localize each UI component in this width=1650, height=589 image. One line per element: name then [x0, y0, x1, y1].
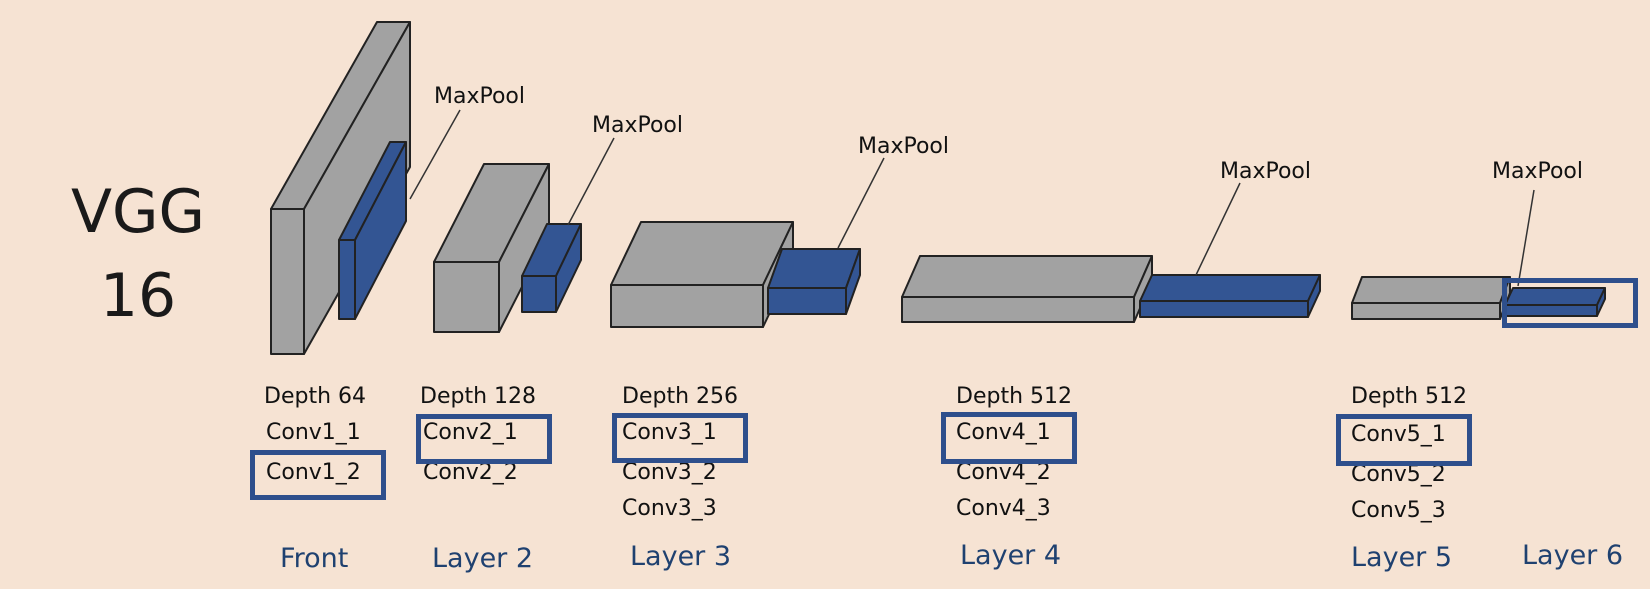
maxpool-label-3: MaxPool	[858, 134, 949, 159]
maxpool-label-5: MaxPool	[1492, 159, 1583, 184]
maxpool-leader-3	[837, 157, 885, 249]
highlight-box-conv3-1	[612, 413, 748, 463]
highlight-box-conv1-2	[250, 450, 386, 500]
maxpool-leader-1	[409, 109, 461, 200]
layer-label-layer4: Layer 4	[960, 540, 1062, 571]
conv-label: Conv4_3	[956, 496, 1051, 521]
maxpool-leader-5	[1517, 189, 1535, 287]
conv-block-layer4-top-face	[901, 255, 1153, 298]
title-16: 16	[99, 261, 177, 331]
layer-label-front: Front	[280, 543, 349, 574]
highlight-box-conv2-1	[416, 414, 552, 464]
conv-block-layer5-front-face	[1351, 302, 1501, 320]
conv-label: Conv2_1	[423, 420, 518, 445]
conv-block-layer4	[901, 255, 1153, 323]
conv-label: Conv3_3	[622, 496, 717, 521]
depth-label-front: Depth 64	[264, 384, 366, 409]
title-vgg: VGG	[70, 177, 206, 247]
depth-label-layer4: Depth 512	[956, 384, 1072, 409]
conv-block-layer2	[433, 163, 550, 333]
conv-label: Conv4_1	[956, 420, 1051, 445]
depth-label-layer2: Depth 128	[420, 384, 536, 409]
pool-block-layer5	[1504, 287, 1606, 317]
pool-block-layer2	[521, 223, 582, 313]
conv-block-layer4-front-face	[901, 296, 1135, 323]
conv-block-layer5	[1351, 276, 1511, 320]
pool-block-layer4-top-face	[1139, 274, 1321, 302]
conv-block-layer3	[610, 221, 794, 328]
conv-label: Conv5_1	[1351, 422, 1446, 447]
maxpool-label-1: MaxPool	[434, 84, 525, 109]
maxpool-leader-4	[1195, 182, 1241, 276]
layer-label-layer5: Layer 5	[1351, 542, 1453, 573]
pool-block-front-front-face	[338, 239, 356, 320]
conv-label: Conv4_2	[956, 460, 1051, 485]
pool-block-layer4	[1139, 274, 1321, 318]
conv-block-layer3-front-face	[610, 284, 764, 328]
conv-label: Conv5_2	[1351, 462, 1446, 487]
layer-label-layer6: Layer 6	[1522, 540, 1624, 571]
conv-block-front-front-face	[270, 208, 305, 355]
depth-label-layer3: Depth 256	[622, 384, 738, 409]
conv-label: Conv3_1	[622, 420, 717, 445]
highlight-box-conv4-1	[941, 412, 1077, 464]
depth-label-layer5: Depth 512	[1351, 384, 1467, 409]
pool-block-layer3	[767, 248, 861, 315]
maxpool-label-4: MaxPool	[1220, 159, 1311, 184]
pool-block-layer3-front-face	[767, 287, 847, 315]
conv-label: Conv3_2	[622, 460, 717, 485]
layer-label-layer2: Layer 2	[432, 543, 534, 574]
conv-label: Conv1_1	[266, 420, 361, 445]
conv-label: Conv2_2	[423, 460, 518, 485]
conv-block-layer2-front-face	[433, 261, 500, 333]
conv-block-front	[270, 21, 411, 355]
pool-block-layer3-top-face	[767, 248, 861, 289]
conv-label: Conv5_3	[1351, 498, 1446, 523]
highlight-box-layer6-maxpool	[1502, 278, 1638, 328]
maxpool-label-2: MaxPool	[592, 113, 683, 138]
layer-label-layer3: Layer 3	[630, 541, 732, 572]
pool-block-layer2-front-face	[521, 275, 557, 313]
conv-block-layer5-top-face	[1351, 276, 1511, 304]
pool-block-front	[338, 141, 407, 320]
pool-block-layer4-front-face	[1139, 300, 1309, 318]
conv-block-layer3-top-face	[610, 221, 794, 286]
maxpool-leader-2	[567, 137, 615, 226]
highlight-box-conv5-1	[1336, 414, 1472, 466]
conv-label: Conv1_2	[266, 460, 361, 485]
